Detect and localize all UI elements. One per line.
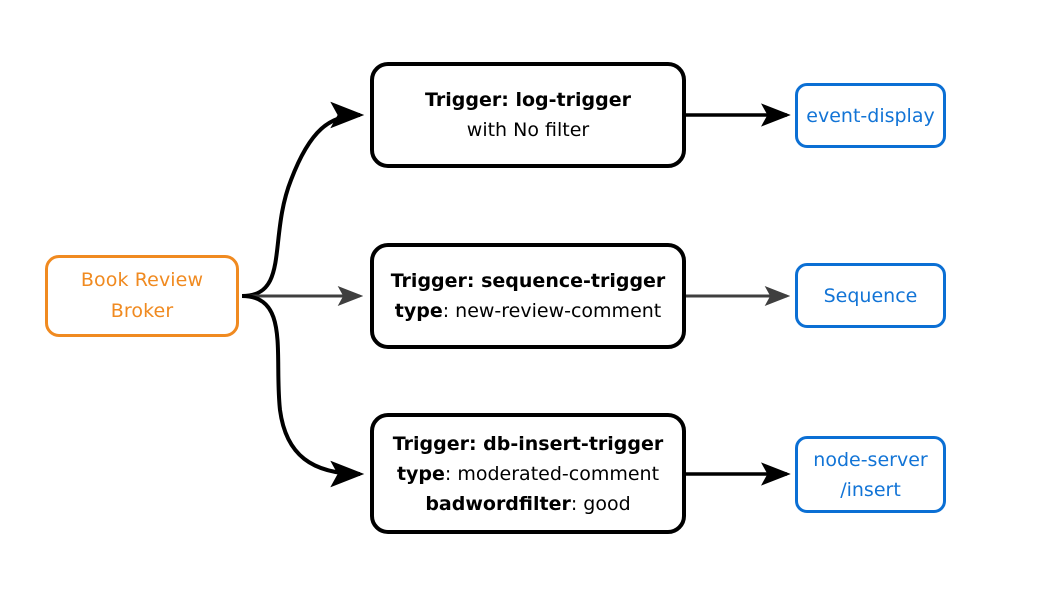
node-target-event-display[interactable]: event-display [795, 83, 946, 148]
target-sequence-label: Sequence [823, 284, 918, 307]
trigger-log-detail-value: with No filter [466, 119, 590, 141]
trigger-db-insert-badwordfilter-key: badwordfilter [425, 492, 571, 515]
trigger-db-insert-title: Trigger: db-insert-trigger [392, 432, 664, 455]
target-node-server-label-line-2: /insert [840, 478, 901, 501]
trigger-log-detail: with No filter [467, 115, 589, 145]
trigger-db-insert-detail-type: type: moderated-comment [397, 459, 659, 489]
trigger-sequence-detail-value: : new-review-comment [442, 300, 662, 322]
edge-broker-to-trigger-db-insert [241, 294, 365, 488]
target-event-display-label: event-display [806, 104, 935, 127]
node-target-sequence[interactable]: Sequence [795, 263, 946, 328]
trigger-log-title: Trigger: log-trigger [425, 89, 631, 111]
node-trigger-sequence-trigger[interactable]: Trigger: sequence-trigger type: new-revi… [370, 243, 686, 349]
broker-label-line-1: Book Review [80, 269, 204, 291]
trigger-db-insert-badwordfilter-value: : good [570, 492, 631, 515]
trigger-db-insert-type-key: type [396, 462, 445, 485]
trigger-db-insert-type-value: : moderated-comment [444, 462, 660, 485]
trigger-sequence-detail-key: type [394, 300, 443, 322]
target-node-server-label-line-1: node-server [813, 448, 928, 471]
node-target-node-server-insert[interactable]: node-server /insert [795, 436, 946, 513]
trigger-sequence-title: Trigger: sequence-trigger [390, 270, 666, 292]
node-book-review-broker[interactable]: Book Review Broker [45, 255, 239, 337]
node-trigger-log-trigger[interactable]: Trigger: log-trigger with No filter [370, 62, 686, 168]
edge-broker-to-trigger-log [241, 101, 365, 298]
broker-label-line-2: Broker [110, 300, 174, 322]
node-trigger-db-insert-trigger[interactable]: Trigger: db-insert-trigger type: moderat… [370, 413, 686, 534]
trigger-sequence-detail: type: new-review-comment [395, 296, 662, 326]
trigger-db-insert-detail-badwordfilter: badwordfilter: good [425, 489, 630, 519]
